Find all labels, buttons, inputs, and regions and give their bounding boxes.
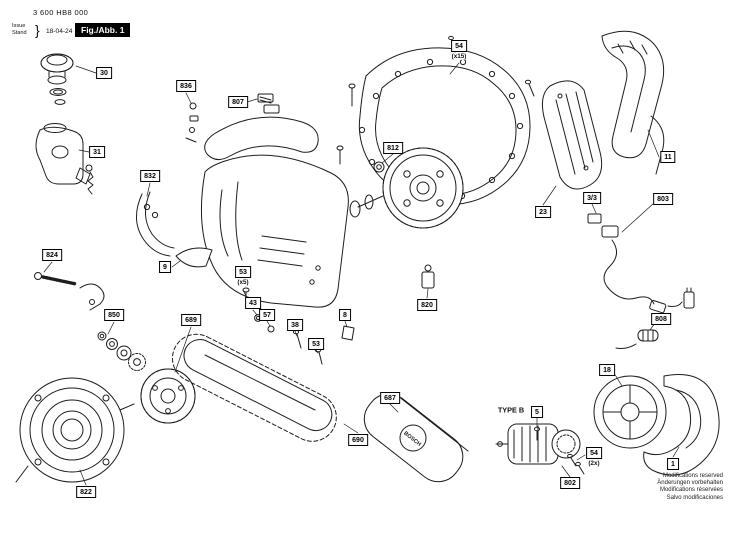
chain-tensioner xyxy=(421,264,435,289)
callout-802: 802 xyxy=(560,477,580,489)
callout-808: 808 xyxy=(651,313,671,325)
oil-cap-assembly xyxy=(40,53,74,105)
fan-cover xyxy=(593,375,667,449)
callout-1: 1 xyxy=(667,458,679,470)
chain-and-guide-bar xyxy=(171,333,337,442)
callout-690: 690 xyxy=(348,434,368,446)
issue-label-en: Issue xyxy=(12,23,26,29)
modifications-notice: Modifications reserved Änderungen vorbeh… xyxy=(657,473,723,502)
callout-836: 836 xyxy=(176,80,196,92)
deflector-plate xyxy=(175,247,213,268)
oil-tank xyxy=(35,123,91,185)
spring-and-screw xyxy=(85,164,94,195)
callout-3-3: 3/3 xyxy=(583,192,601,204)
callout-30: 30 xyxy=(96,67,112,79)
notice-line-es: Salvo modificaciones xyxy=(666,494,723,501)
ring-gear xyxy=(382,147,464,229)
notice-line-en: Modifications reserved xyxy=(662,473,723,479)
issue-brace: } xyxy=(35,22,40,38)
callout-53-qty: (x5) xyxy=(237,278,249,287)
callout-822: 822 xyxy=(76,486,96,498)
sprocket-cover xyxy=(15,377,135,483)
callout-53: 53 xyxy=(235,266,251,278)
handle-cover xyxy=(542,80,603,190)
callout-54: 54 xyxy=(586,447,602,459)
callout-5: 5 xyxy=(531,406,543,418)
notice-line-de: Änderungen vorbehalten xyxy=(657,480,723,487)
callout-807: 807 xyxy=(228,96,248,108)
issue-label: Issue Stand xyxy=(12,23,27,38)
chain-guard: BOSCH xyxy=(363,393,469,483)
notice-line-fr: Modifications réservées xyxy=(659,487,723,494)
callout-54: 54 xyxy=(451,40,467,52)
part-number: 3 600 HB8 000 xyxy=(33,8,89,17)
callout-820: 820 xyxy=(417,299,437,311)
callout-23: 23 xyxy=(535,206,551,218)
callout-11: 11 xyxy=(660,151,676,163)
callout-54-qty: (2x) xyxy=(588,459,600,468)
switch-and-cable xyxy=(587,213,695,314)
callout-54-qty: (x15) xyxy=(451,52,467,61)
chain-sprocket xyxy=(140,368,196,424)
type-label: TYPE B xyxy=(497,405,525,415)
callout-812: 812 xyxy=(383,142,403,154)
suppressor xyxy=(615,329,659,349)
label-pads-807 xyxy=(257,93,280,114)
figure-label-box: Fig./Abb. 1 xyxy=(75,23,131,38)
issue-label-de: Stand xyxy=(12,30,27,37)
motor-housing-shell xyxy=(643,374,720,476)
small-hardware-836 xyxy=(185,102,199,143)
rear-handle xyxy=(601,30,665,175)
callout-803: 803 xyxy=(653,193,673,205)
main-housing xyxy=(200,116,349,308)
washer-stack xyxy=(97,331,146,371)
callout-43: 43 xyxy=(245,297,261,309)
shaft-and-washers xyxy=(349,161,385,218)
issue-date: 18-04-24 xyxy=(46,28,73,35)
callout-689: 689 xyxy=(181,314,201,326)
callout-31: 31 xyxy=(89,146,105,158)
callout-8: 8 xyxy=(339,309,351,321)
callout-18: 18 xyxy=(599,364,615,376)
callout-850: 850 xyxy=(104,309,124,321)
tension-screw-assembly xyxy=(34,272,105,311)
callout-38: 38 xyxy=(287,319,303,331)
callout-9: 9 xyxy=(159,261,171,273)
motor-assembly xyxy=(495,423,585,475)
callout-687: 687 xyxy=(380,392,400,404)
callout-832: 832 xyxy=(140,170,160,182)
handle-bracket xyxy=(136,191,175,257)
callout-53: 53 xyxy=(308,338,324,350)
leader-lines xyxy=(43,62,680,486)
callout-57: 57 xyxy=(259,309,275,321)
callout-824: 824 xyxy=(42,249,62,261)
